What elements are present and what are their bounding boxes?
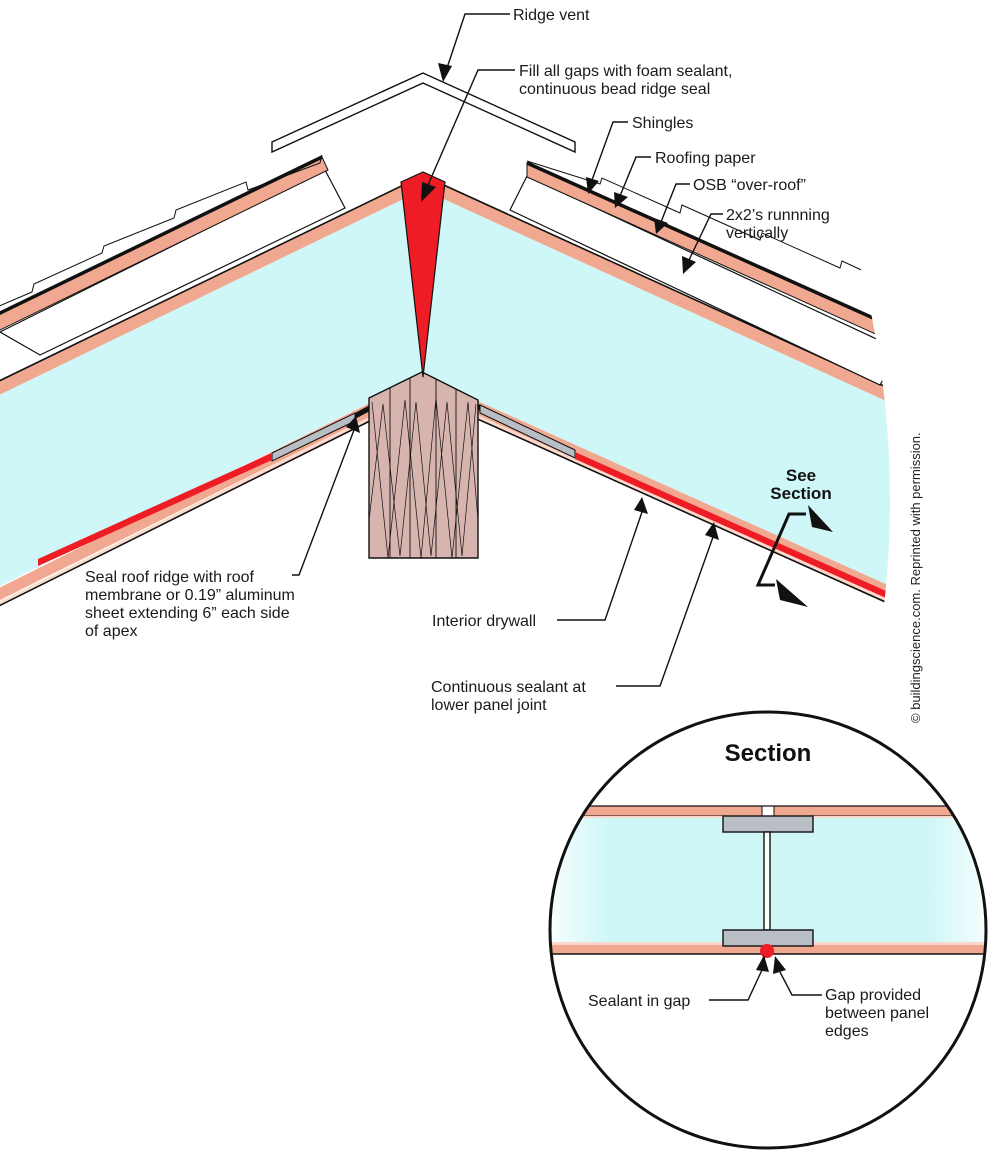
section-detail: Section Sealant in gap Gap provided betw… bbox=[548, 710, 988, 1150]
section-ibeam-top-flange bbox=[722, 815, 814, 833]
label-foam-sealant-1: Fill all gaps with foam sealant, bbox=[519, 63, 732, 80]
label-2x2-1: 2x2’s runnning bbox=[726, 207, 830, 224]
label-cont-sealant-2: lower panel joint bbox=[431, 697, 547, 714]
left-drywall bbox=[0, 391, 422, 755]
label-seal-ridge-1: Seal roof ridge with roof bbox=[85, 569, 255, 586]
left-roofing-paper bbox=[0, 155, 323, 318]
section-top-osb-right bbox=[773, 805, 986, 817]
label-osb: OSB “over-roof” bbox=[693, 177, 806, 194]
left-panel-joint-sealant bbox=[38, 453, 272, 566]
label-foam-sealant-2: continuous bead ridge seal bbox=[519, 81, 710, 98]
label-gap-2: between panel bbox=[825, 1005, 929, 1022]
label-section-ref: Section bbox=[770, 484, 831, 503]
right-roof-panel bbox=[423, 175, 890, 789]
label-cont-sealant-1: Continuous sealant at bbox=[431, 679, 586, 696]
right-upper-osb bbox=[424, 176, 890, 590]
credit-text: © buildingscience.com. Reprinted with pe… bbox=[908, 432, 923, 723]
section-ibeam-web bbox=[763, 831, 771, 931]
label-gap-1: Gap provided bbox=[825, 987, 921, 1004]
label-shingles: Shingles bbox=[632, 115, 693, 132]
label-2x2-2: vertically bbox=[726, 225, 788, 242]
callout-labels: Ridge vent Fill all gaps with foam seala… bbox=[85, 7, 832, 714]
label-interior-drywall: Interior drywall bbox=[432, 613, 536, 630]
leader-lines bbox=[292, 13, 723, 687]
right-panel-joint-sealant bbox=[575, 452, 890, 783]
right-foam-core bbox=[424, 190, 890, 770]
label-see: See bbox=[786, 466, 816, 485]
see-section-marker[interactable] bbox=[755, 505, 833, 607]
right-strapping bbox=[509, 175, 890, 386]
section-title: Section bbox=[725, 740, 812, 767]
right-drywall bbox=[424, 391, 890, 788]
label-seal-ridge-4: of apex bbox=[85, 623, 137, 640]
label-ridge-vent: Ridge vent bbox=[513, 7, 590, 24]
ridge-vent bbox=[271, 72, 576, 154]
label-gap-3: edges bbox=[825, 1023, 869, 1040]
left-over-roof bbox=[0, 154, 346, 356]
ridge-beam bbox=[368, 371, 479, 559]
left-roof-panel bbox=[0, 175, 423, 756]
label-sealant-in-gap: Sealant in gap bbox=[588, 993, 690, 1010]
left-shingles bbox=[0, 154, 323, 311]
section-ibeam-bottom-flange bbox=[722, 929, 814, 947]
label-roofing-paper: Roofing paper bbox=[655, 150, 756, 167]
apex-foam-sealant bbox=[400, 171, 446, 378]
left-upper-osb bbox=[0, 176, 422, 540]
section-sealant-bead bbox=[760, 944, 774, 958]
section-top-osb-left bbox=[550, 805, 763, 817]
section-border bbox=[548, 710, 988, 1150]
right-shingles bbox=[526, 160, 890, 289]
label-seal-ridge-2: membrane or 0.19” aluminum bbox=[85, 587, 295, 604]
left-strapping bbox=[0, 169, 346, 356]
label-seal-ridge-3: sheet extending 6” each side bbox=[85, 605, 290, 622]
left-foam-core bbox=[0, 190, 422, 737]
